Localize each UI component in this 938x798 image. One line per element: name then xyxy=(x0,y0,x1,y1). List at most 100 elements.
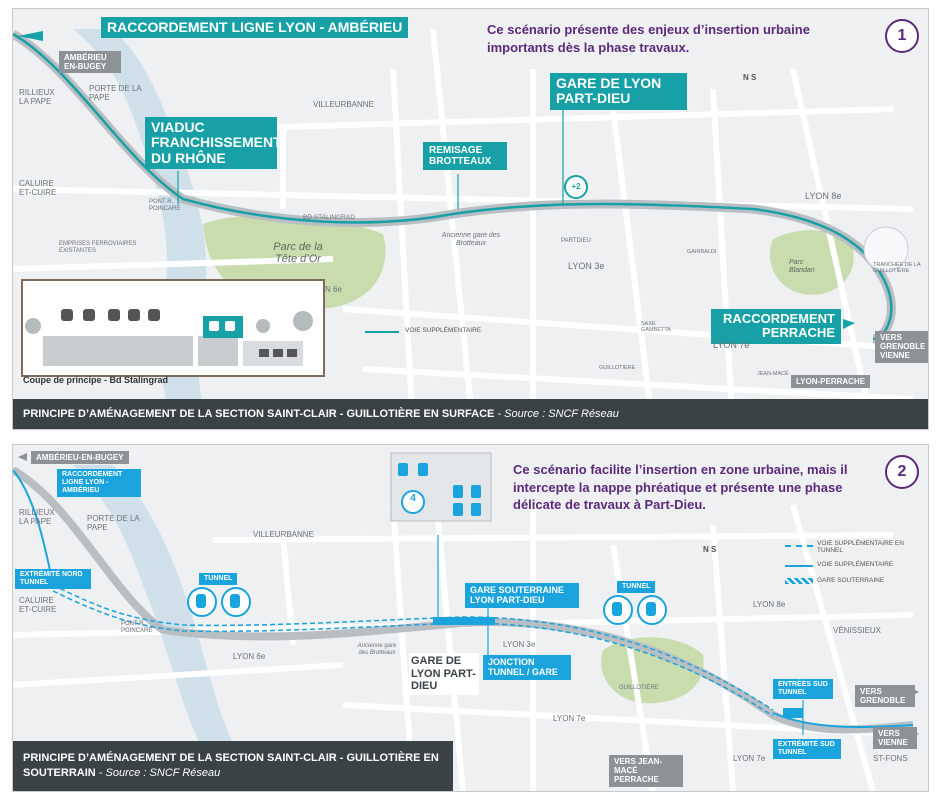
tranchee-circle xyxy=(863,226,909,272)
caption-panel1-title: PRINCIPE D’AMÉNAGEMENT DE LA SECTION SAI… xyxy=(23,408,495,420)
label-garibaldi: GARIBALDI xyxy=(687,249,717,255)
legend-voie-line-2 xyxy=(785,565,813,567)
park-2 xyxy=(601,637,704,704)
label-raccordement-amberieu: RACCORDEMENT LIGNE LYON - AMBÉRIEU xyxy=(101,17,409,39)
arrow-amberieu-icon xyxy=(18,31,43,41)
box-amberieu: AMBÉRIEU EN-BUGEY xyxy=(59,51,121,74)
label-rillieux-2: RILLIEUX LA PAPE xyxy=(19,508,55,526)
label-rillieux: RILLIEUX LA PAPE xyxy=(19,88,55,106)
legend-voie-label-2: VOIE SUPPLÉMENTAIRE xyxy=(817,561,894,568)
scenario-2-number: 2 xyxy=(885,455,919,489)
caption-panel1-source: - Source : SNCF Réseau xyxy=(497,408,619,420)
label-guillotiere-2: GUILLOTIÈRE xyxy=(619,685,659,691)
label-extremite-sud: EXTRÉMITÉ SUD TUNNEL xyxy=(773,739,841,760)
label-saxe: SAXE GAMBETTA xyxy=(641,321,671,334)
label-brotteaux-2: Ancienne gare des Brotteaux xyxy=(357,643,397,656)
compass: N S xyxy=(743,73,757,82)
label-viaduc: VIADUC FRANCHISSEMENT DU RHÔNE xyxy=(145,117,282,170)
map-panel-underground: 4 AMBÉRIEU-EN-BUGEY RACCORDEMENT LIGNE L… xyxy=(12,444,929,792)
label-emprises: EMPRISES FERROVIAIRES EXISTANTES xyxy=(59,241,137,254)
label-lyon7-b: LYON 7e xyxy=(733,754,766,763)
box-vers-grenoble: VERS GRENOBLE VIENNE xyxy=(875,331,928,363)
label-lyon8-2: LYON 8e xyxy=(753,600,786,609)
label-pont-2: PONT R. POINCARÉ xyxy=(121,621,153,634)
label-villeurbanne-2: VILLEURBANNE xyxy=(253,530,314,539)
label-guillotiere: GUILLOTIÈRE xyxy=(599,365,636,371)
label-tunnel-2: TUNNEL xyxy=(617,581,656,594)
label-tunnel-1: TUNNEL xyxy=(199,573,238,586)
legend-gare-swatch xyxy=(785,578,813,584)
label-lyon7: LYON 7e xyxy=(713,340,750,350)
label-parc-tete-dor: Parc de la Tête d’Or xyxy=(273,241,323,266)
label-entrees-sud: ENTRÉES SUD TUNNEL xyxy=(773,679,833,700)
label-raccordement-perrache: RACCORDEMENT PERRACHE xyxy=(711,309,841,344)
label-lyon3-2: LYON 3e xyxy=(503,640,536,649)
label-st-fons: ST-FONS xyxy=(873,754,908,763)
label-tranchee: TRANCHÉE DE LA GUILLOTIÈRE xyxy=(873,262,921,275)
legend-gare-label: GARE SOUTERRAINE xyxy=(817,577,885,584)
tunnel-line-a xyxy=(52,584,774,711)
label-remisage: REMISAGE BROTTEAUX xyxy=(423,142,507,170)
label-gare-part-dieu: GARE DE LYON PART-DIEU xyxy=(550,73,687,110)
label-lyon6: N 6e xyxy=(325,285,342,294)
tunnel-icon-1a xyxy=(187,587,217,617)
box-vers-vienne: VERS VIENNE xyxy=(873,727,917,750)
label-caluire-2: CALUIRE ET-CUIRE xyxy=(19,596,57,614)
box-amberieu-2: AMBÉRIEU-EN-BUGEY xyxy=(31,451,129,465)
label-gare-souterraine: GARE SOUTERRAINE LYON PART-DIEU xyxy=(465,583,579,608)
caption-panel1: PRINCIPE D’AMÉNAGEMENT DE LA SECTION SAI… xyxy=(13,399,928,429)
label-villeurbanne: VILLEURBANNE xyxy=(313,100,374,109)
tunnel-icon-2b xyxy=(637,595,667,625)
label-partdieu: PARTDIEU xyxy=(561,238,591,244)
extremite-sud-mark xyxy=(783,708,803,718)
arrow-amberieu-2-icon xyxy=(18,453,27,461)
badge-4: 4 xyxy=(410,493,416,504)
label-lyon6-2: LYON 6e xyxy=(233,652,266,661)
scenario-2-text: Ce scénario facilite l’insertion en zone… xyxy=(513,462,848,513)
label-lyon3: LYON 3e xyxy=(568,261,605,271)
legend-voie-line xyxy=(365,331,399,333)
legend-tunnel-label: VOIE SUPPLÉMENTAIRE EN TUNNEL xyxy=(817,540,904,554)
badge-plus2: +2 xyxy=(564,175,588,199)
label-extremite-nord: EXTRÉMITÉ NORD TUNNEL xyxy=(15,569,91,590)
label-jonction: JONCTION TUNNEL / GARE xyxy=(483,655,571,680)
arrow-perrache-icon xyxy=(843,319,855,329)
caption-panel2: PRINCIPE D’AMÉNAGEMENT DE LA SECTION SAI… xyxy=(13,741,453,791)
gare-souterraine-mark xyxy=(433,617,495,625)
tunnel-icon-2a xyxy=(603,595,633,625)
label-caluire: CALUIRE ET-CUIRE xyxy=(19,179,57,197)
box-vers-jean-mace: VERS JEAN-MACÉ PERRACHE xyxy=(609,755,683,787)
label-pont: PONT R. POINCARÉ xyxy=(149,199,181,212)
coupe-diagram xyxy=(25,309,313,366)
label-raccordement-2: RACCORDEMENT LIGNE LYON - AMBÉRIEU xyxy=(57,469,141,498)
voie-supplementaire-line xyxy=(13,32,893,341)
scenario-1-number: 1 xyxy=(885,19,919,53)
coupe-inset xyxy=(21,279,325,377)
label-gare-part-dieu-2: GARE DE LYON PART-DIEU xyxy=(409,653,479,695)
caption-panel2-source: - Source : SNCF Réseau xyxy=(98,767,221,779)
tunnel-icon-1b xyxy=(221,587,251,617)
box-vers-grenoble-2: VERS GRENOBLE xyxy=(855,685,915,708)
label-jean-mace: JEAN-MACÉ xyxy=(757,371,789,377)
scenario-1-text: Ce scénario présente des enjeux d’insert… xyxy=(487,22,810,55)
tunnel-line-b xyxy=(52,590,774,717)
label-porte-pape: PORTE DE LA PAPE xyxy=(89,84,142,102)
surface-line-north xyxy=(13,469,54,586)
streets xyxy=(13,28,914,429)
label-venissieux: VÉNISSIEUX xyxy=(833,626,882,635)
compass-2: N S xyxy=(703,545,717,554)
label-lyon8: LYON 8e xyxy=(805,191,842,201)
label-lyon7-a: LYON 7e xyxy=(553,714,586,723)
label-porte-pape-2: PORTE DE LA PAPE xyxy=(87,514,140,532)
caption-panel2-title: PRINCIPE D’AMÉNAGEMENT DE LA SECTION SAI… xyxy=(23,752,439,779)
label-brotteaux: Ancienne gare des Brotteaux xyxy=(441,232,501,247)
inset-caption: Coupe de principe - Bd Stalingrad xyxy=(23,375,169,385)
legend-tunnel-line xyxy=(785,545,813,547)
label-parc-blandan: Parc Blandan xyxy=(789,259,815,274)
badge-4-circle xyxy=(401,490,425,514)
legend-voie-label: VOIE SUPPLÉMENTAIRE xyxy=(405,327,482,334)
box-lyon-perrache: LYON-PERRACHE xyxy=(791,375,871,389)
map-panel-surface: RACCORDEMENT LIGNE LYON - AMBÉRIEU VIADU… xyxy=(12,8,929,430)
map-surface-base xyxy=(13,28,914,429)
label-stalingrad: BD STALINGRAD xyxy=(303,214,355,221)
